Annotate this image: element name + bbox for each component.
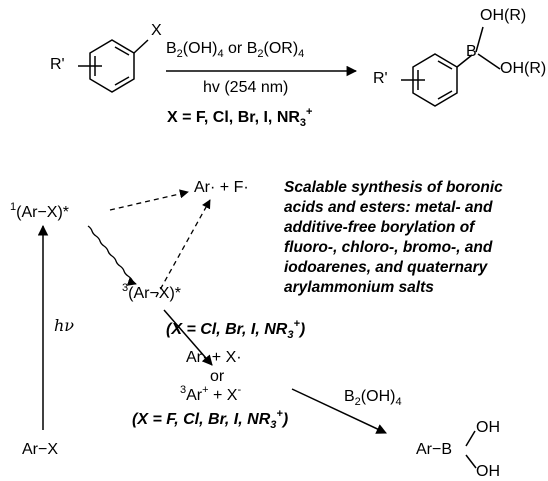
product-oh-lower: OH(R) xyxy=(500,60,547,77)
halogen-radical-pair: Ar· + X· xyxy=(186,349,242,366)
cation-scope-label: (X = F, Cl, Br, I, NR3+) xyxy=(132,408,289,431)
product-benzene-ring xyxy=(401,26,501,107)
product-oh-upper: OH(R) xyxy=(480,7,527,24)
triplet-excited-state: 3(Ar−X)* xyxy=(122,282,182,302)
c-x-bond xyxy=(133,39,149,54)
product-substituent-label: R' xyxy=(373,70,388,87)
title-line: fluoro-, chloro-, bromo-, and xyxy=(284,239,493,256)
singlet-excited-state: 1(Ar−X)* xyxy=(10,201,70,221)
diboron-reagent-label: B2(OH)4 xyxy=(344,388,402,408)
title-line: additive-free borylation of xyxy=(284,219,475,236)
singlet-cleavage-arrow xyxy=(109,189,189,211)
product-b-oh-top-bond xyxy=(465,430,476,447)
triplet-scope-label: (X = Cl, Br, I, NR3+) xyxy=(166,318,306,341)
title-line: iodoarenes, and quaternary xyxy=(284,259,488,276)
aryl-cation-pair: 3Ar+ + X- xyxy=(180,384,242,404)
substrate-scope-label: X = F, Cl, Br, I, NR3+ xyxy=(167,106,313,129)
conditions-label: hv (254 nm) xyxy=(203,79,289,96)
reactant-leaving-group: X xyxy=(151,22,162,39)
b-oh-lower-bond xyxy=(477,53,501,70)
or-label: or xyxy=(210,368,225,385)
reactant-substituent-label: R' xyxy=(50,56,65,73)
c-b-bond xyxy=(456,54,473,68)
reagent-label: B2(OH)4 or B2(OR)4 xyxy=(166,40,305,60)
hv-label: hν xyxy=(54,316,75,335)
borylation-arrow xyxy=(291,388,387,434)
triplet-cleavage-arrow xyxy=(155,199,211,298)
intersystem-crossing-arrow xyxy=(87,225,137,286)
title-line: Scalable synthesis of boronic xyxy=(284,179,503,196)
product-b-oh-bottom-bond xyxy=(465,454,477,469)
reactant-benzene-ring xyxy=(78,39,149,93)
triplet-fragmentation-arrow xyxy=(163,309,213,366)
title-line: arylammonium salts xyxy=(284,279,434,296)
b-oh-upper-bond xyxy=(475,26,484,53)
abstract-title: Scalable synthesis of boronic acids and … xyxy=(284,178,546,298)
arylboronic-acid-product: Ar−B xyxy=(416,441,453,458)
title-line: acids and esters: metal- and xyxy=(284,199,493,216)
product-oh-bottom: OH xyxy=(476,463,500,480)
fluoride-radical-pair: Ar· + F· xyxy=(194,179,249,196)
starting-aryl-halide: Ar−X xyxy=(22,441,59,458)
product-oh-top: OH xyxy=(476,419,500,436)
product-boron-label: B xyxy=(466,43,477,60)
